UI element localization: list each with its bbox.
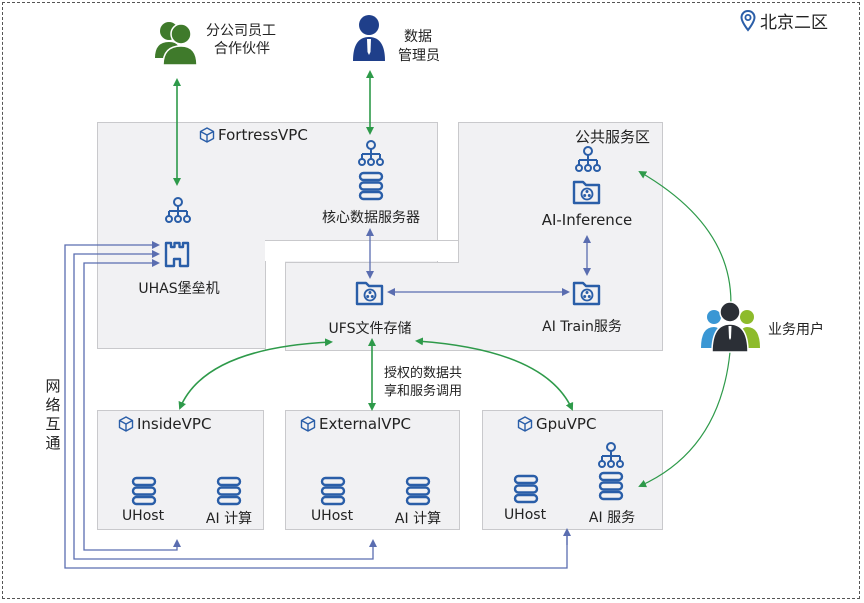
network-annotation: 网络互通 <box>45 377 61 452</box>
zone-edge <box>458 122 459 241</box>
business-users-label: 业务用户 <box>768 322 824 338</box>
vpc-cube-icon <box>517 416 533 432</box>
gpu-vpc-zone <box>482 410 663 530</box>
inside-vpc-title: InsideVPC <box>118 415 211 433</box>
server-stack-icon <box>404 476 432 510</box>
file-storage-icon <box>572 178 602 210</box>
zone-gap <box>438 122 458 240</box>
file-storage-icon <box>355 279 385 311</box>
ai-train-label: AI Train服务 <box>542 319 622 335</box>
share-annotation-line2: 享和服务调用 <box>384 384 463 399</box>
admin-label-line2: 管理员 <box>398 48 440 64</box>
fortress-vpc-title: FortressVPC <box>199 126 308 144</box>
gpu-uhost-label: UHost <box>503 507 547 523</box>
ufs-label: UFS文件存储 <box>328 321 412 337</box>
link-users-public <box>638 170 732 319</box>
uhas-label: UHAS堡垒机 <box>138 281 220 297</box>
server-stack-icon <box>597 471 625 505</box>
inside-ai-label: AI 计算 <box>205 511 253 527</box>
public-zone-title: 公共服务区 <box>575 128 651 146</box>
inside-vpc-title-text: InsideVPC <box>137 415 212 433</box>
server-stack-icon <box>357 171 385 205</box>
vpc-cube-icon <box>118 416 134 432</box>
link-ufs-inside <box>178 338 333 410</box>
external-ai-label: AI 计算 <box>394 511 442 527</box>
link-net-gpu <box>64 241 568 569</box>
share-annotation-line1: 授权的数据共 <box>384 366 463 381</box>
partners-group-icon <box>155 22 198 66</box>
zone-merge <box>459 240 662 270</box>
external-uhost-label: UHost <box>310 508 354 524</box>
admin-label-line1: 数据 <box>404 29 432 45</box>
location-pin-icon <box>740 9 756 32</box>
load-balancer-icon <box>574 146 602 178</box>
partners-label-line1: 分公司员工 <box>206 23 276 39</box>
core-db-label: 核心数据服务器 <box>322 210 420 226</box>
gpu-vpc-title-text: GpuVPC <box>536 415 597 433</box>
zone-edge <box>437 122 438 241</box>
external-vpc-title: ExternalVPC <box>300 415 411 433</box>
load-balancer-icon <box>164 197 192 229</box>
region-label: 北京二区 <box>740 8 828 33</box>
inside-uhost-label: UHost <box>121 508 165 524</box>
link-users-gpu <box>638 351 731 488</box>
load-balancer-icon <box>357 140 385 172</box>
server-stack-icon <box>512 474 540 508</box>
share-annotation: 授权的数据共 享和服务调用 <box>384 365 462 401</box>
region-name: 北京二区 <box>760 13 828 33</box>
file-storage-icon <box>572 279 602 311</box>
data-admin-icon <box>353 15 385 61</box>
fortress-vpc-title-text: FortressVPC <box>218 126 308 144</box>
gpu-ai-label: AI 服务 <box>588 510 636 526</box>
partners-label: 分公司员工 合作伙伴 <box>206 22 276 58</box>
gpu-vpc-title: GpuVPC <box>517 415 596 433</box>
link-net-external <box>73 250 377 560</box>
admin-label: 数据 管理员 <box>398 28 440 66</box>
ai-inference-label: AI-Inference <box>541 211 633 229</box>
link-net-inside <box>83 259 181 551</box>
server-stack-icon <box>130 476 158 510</box>
server-stack-icon <box>319 476 347 510</box>
partners-label-line2: 合作伙伴 <box>214 41 270 57</box>
server-stack-icon <box>215 476 243 510</box>
vpc-cube-icon <box>199 127 215 143</box>
vpc-cube-icon <box>300 416 316 432</box>
external-vpc-title-text: ExternalVPC <box>319 415 412 433</box>
castle-gate-icon <box>163 240 191 272</box>
load-balancer-icon <box>597 442 625 474</box>
link-ufs-gpu <box>415 337 574 411</box>
business-users-icon <box>701 301 760 353</box>
